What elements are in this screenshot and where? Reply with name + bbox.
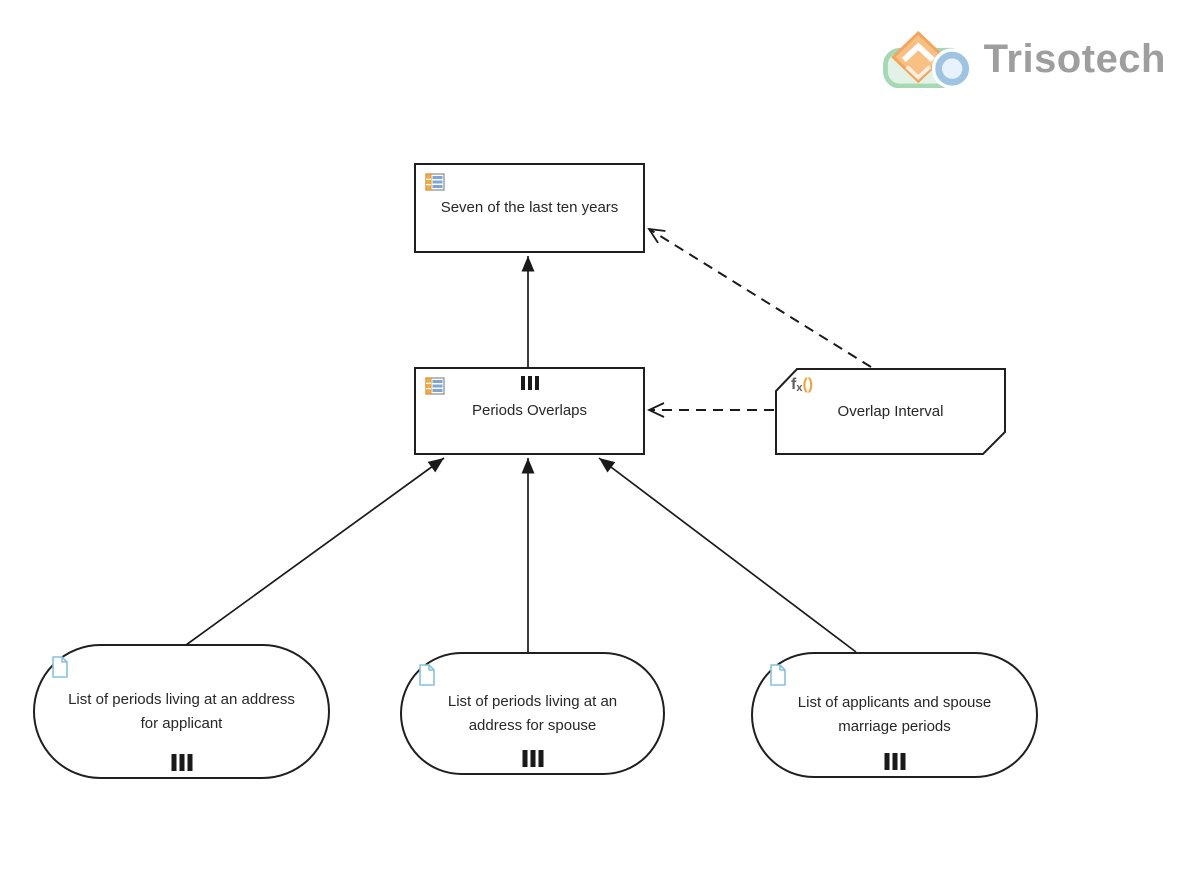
document-icon: [51, 656, 69, 678]
trisotech-watermark: Trisotech: [878, 30, 1166, 89]
decision-table-icon: [425, 172, 445, 192]
fx-icon: fx(): [791, 376, 814, 395]
decision-label: Seven of the last ten years: [440, 199, 619, 216]
document-icon: [769, 664, 787, 686]
edge-applicant-periods-to-periods[interactable]: [185, 457, 445, 646]
collection-marker-icon: [884, 753, 905, 770]
decision-label: Periods Overlaps: [471, 402, 588, 419]
document-icon: [418, 664, 436, 686]
collection-marker-icon: [522, 750, 543, 767]
edge-marriage-periods-to-periods[interactable]: [598, 457, 857, 653]
brand-name: Trisotech: [983, 36, 1166, 81]
decision-table-icon: [425, 376, 445, 396]
collection-marker-icon: [171, 754, 192, 771]
trisotech-logo-icon: [878, 30, 978, 89]
bkm-overlap-interval[interactable]: fx() Overlap Interval: [775, 368, 1006, 455]
bkm-shape: [775, 368, 1006, 455]
bkm-label: Overlap Interval: [837, 403, 944, 420]
decision-seven-of-the-last-ten-years[interactable]: Seven of the last ten years: [414, 163, 645, 253]
decision-periods-overlaps[interactable]: Periods Overlaps: [414, 367, 645, 455]
edge-overlap-interval-to-seven[interactable]: [649, 229, 872, 368]
collection-marker-icon: [520, 376, 539, 390]
